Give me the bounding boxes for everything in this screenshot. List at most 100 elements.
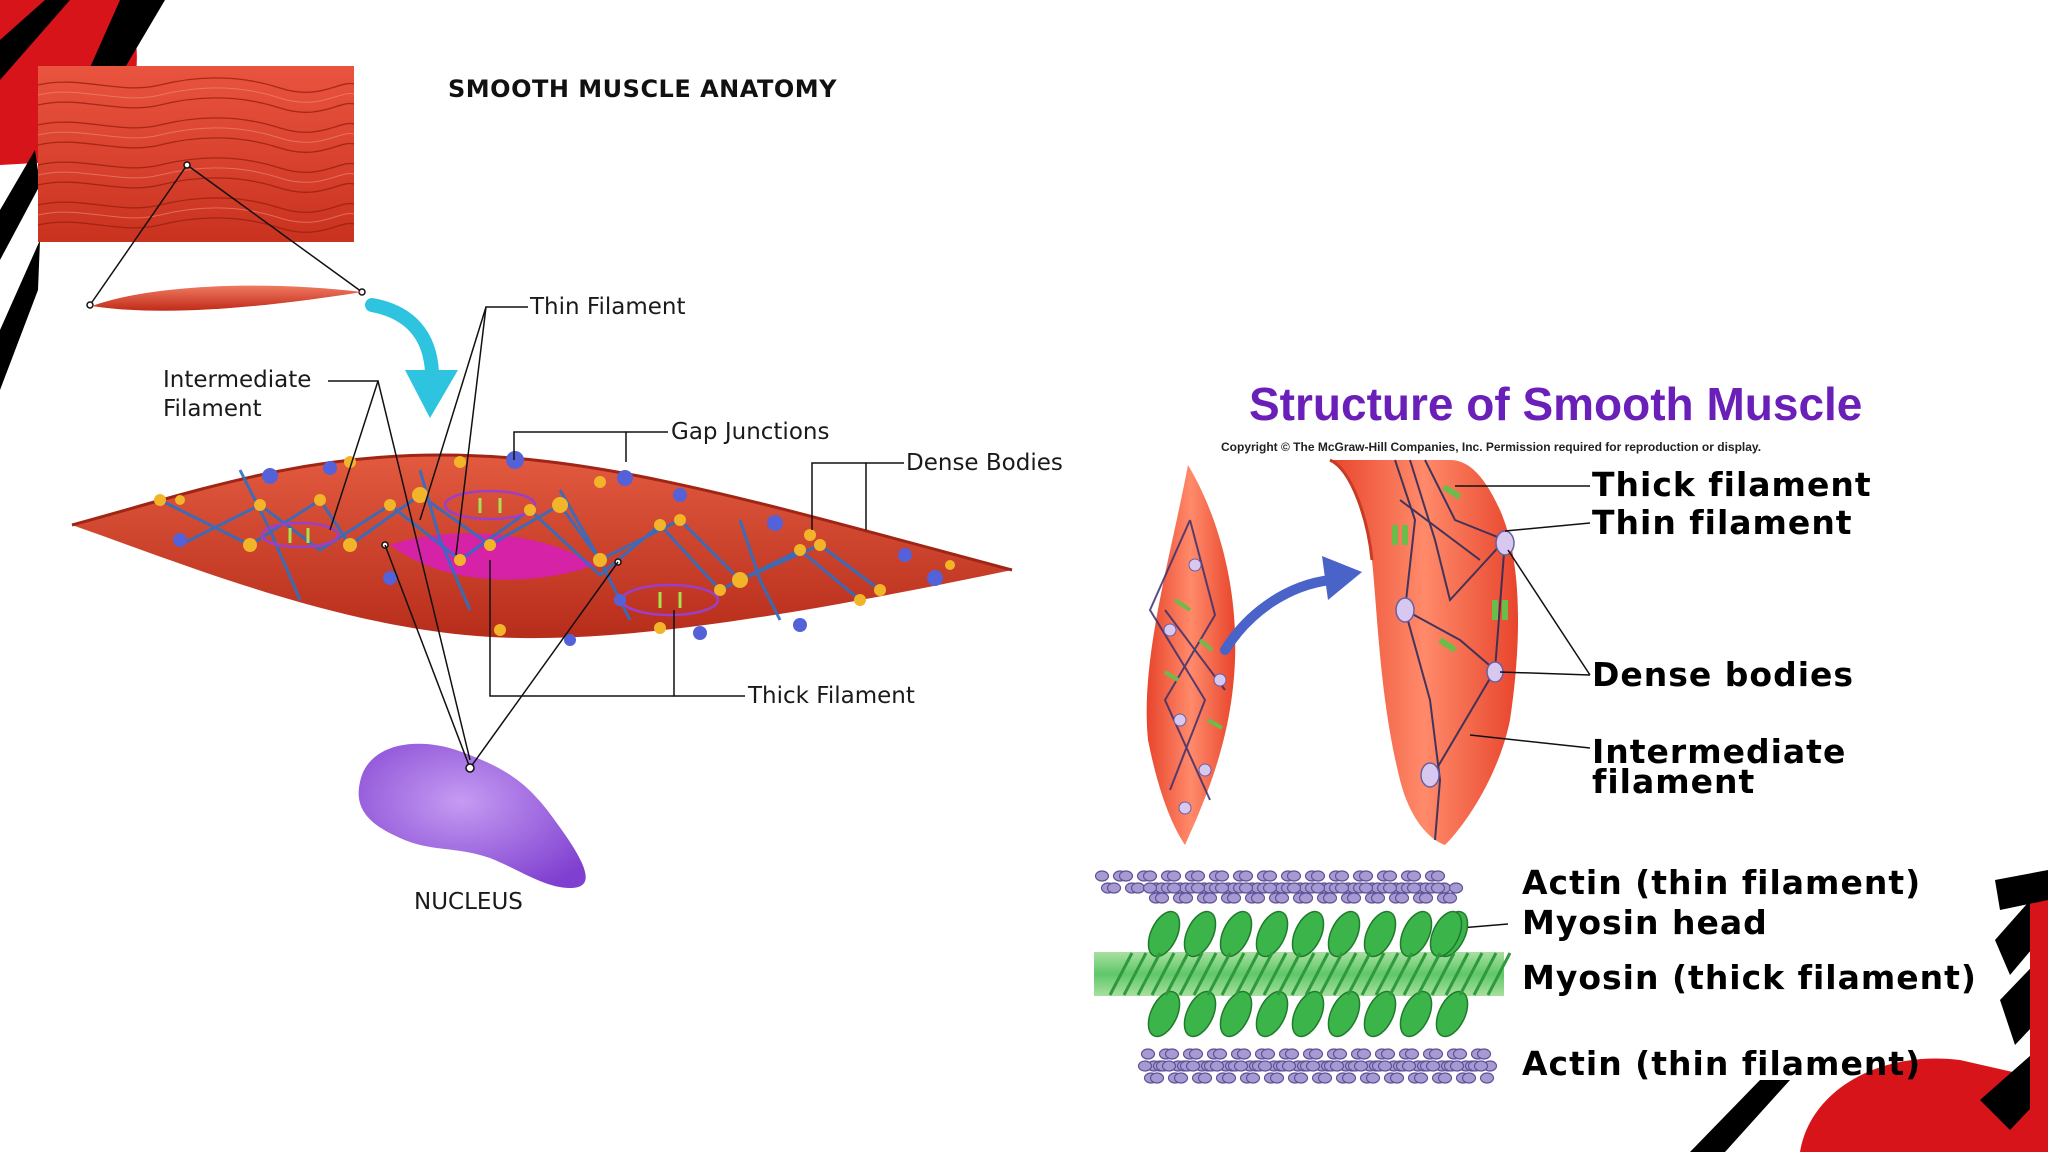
myosin-band [1304,952,1330,996]
actin-bead [1341,1072,1357,1084]
actin-bead [1310,882,1326,894]
myosin-thick-filament [1094,910,1512,1038]
label-thin-filament-right: Thin filament [1592,503,1853,542]
actin-bead [1250,892,1266,904]
copyright-notice: Copyright © The McGraw-Hill Companies, I… [1221,440,1762,454]
actin-bead [1140,1048,1156,1060]
myosin-band [1472,952,1498,996]
myosin-band [1486,952,1512,996]
myosin-band [1248,952,1274,996]
actin-bead [1334,882,1350,894]
myosin-band [1206,952,1232,996]
label-actin-top: Actin (thin filament) [1522,863,1922,902]
myosin-band [1360,952,1386,996]
actin-bead [1310,870,1326,882]
myosin-head [1255,910,1289,958]
actin-bead [1164,1048,1180,1060]
actin-bead [1209,1060,1225,1072]
myosin-band [1136,952,1162,996]
contracted-cell-illustration [1330,460,1519,845]
myosin-head [1183,910,1217,958]
actin-bead [1149,1072,1165,1084]
actin-bead [1442,892,1458,904]
muscle-tissue-block [37,66,355,242]
myosin-band [1234,952,1260,996]
actin-bead [1317,1072,1333,1084]
myosin-band [1402,952,1428,996]
label-intermediate-filament-right-line2: filament [1592,762,1756,801]
myosin-band [1444,952,1470,996]
myosin-band [1374,952,1400,996]
actin-bead [1233,1060,1249,1072]
actin-bead [1274,892,1290,904]
frame-black-stripe-top-left-2 [0,0,70,80]
actin-bead [1214,882,1230,894]
actin-bead [1448,882,1464,894]
actin-bead [1332,1048,1348,1060]
actin-bead [1197,1072,1213,1084]
label-dense-bodies-right: Dense bodies [1592,655,1855,694]
actin-bead [1452,1048,1468,1060]
actin-bead [1286,870,1302,882]
actin-bead [1370,892,1386,904]
myosin-head [1399,910,1433,958]
actin-bead [1353,1060,1369,1072]
actin-bead [1166,870,1182,882]
actin-bead [1322,892,1338,904]
actin-bead [1106,882,1122,894]
frame-black-stripe-left-2 [0,240,40,390]
myosin-band [1276,952,1302,996]
nucleus-illustration [358,743,586,888]
actin-bead [1238,870,1254,882]
actin-bead [1137,1060,1153,1072]
myosin-band [1332,952,1358,996]
actin-bead [1214,870,1230,882]
actin-bead [1356,1048,1372,1060]
actin-bead [1377,1060,1393,1072]
myosin-head [1147,910,1181,958]
cyan-arrow-icon [365,298,458,418]
label-myosin-thick-filament: Myosin (thick filament) [1522,958,1977,997]
actin-bead [1173,1072,1189,1084]
actin-bead [1382,870,1398,882]
frame-black-stripe-bottom-right-1 [1690,1080,1790,1152]
myosin-band [1122,952,1148,996]
myosin-band [1220,952,1246,996]
actin-bead [1437,1072,1453,1084]
actin-bead [1142,870,1158,882]
myosin-band [1164,952,1190,996]
actin-bead [1262,882,1278,894]
label-thick-filament: Thick Filament [748,683,915,709]
frame-red-blob-bottom-right [1800,1058,2048,1152]
myosin-band [1290,952,1316,996]
actin-bead [1346,892,1362,904]
myosin-head [1429,910,1463,958]
actin-bead [1262,870,1278,882]
actin-bead [1365,1072,1381,1084]
actin-bead [1406,870,1422,882]
actin-bead [1380,1048,1396,1060]
actin-bead [1190,882,1206,894]
myosin-head [1147,990,1181,1038]
contraction-arrow-icon [1220,556,1362,655]
actin-bead [1401,1060,1417,1072]
frame-black-stripe-left-1 [0,150,40,260]
actin-bead [1476,1048,1492,1060]
myosin-head [1219,910,1253,958]
myosin-head [1291,990,1325,1038]
actin-bead [1406,882,1422,894]
label-thick-filament-right: Thick filament [1592,465,1872,504]
frame-black-corner-right [1995,870,2048,910]
left-leader-lines [328,306,904,773]
myosin-band [1416,952,1442,996]
actin-bead [1257,1060,1273,1072]
actin-bead [1286,882,1302,894]
actin-bead [1428,1048,1444,1060]
label-nucleus: NUCLEUS [414,889,523,915]
actin-bead [1394,892,1410,904]
actin-bead [1178,892,1194,904]
label-dense-bodies: Dense Bodies [906,450,1063,476]
